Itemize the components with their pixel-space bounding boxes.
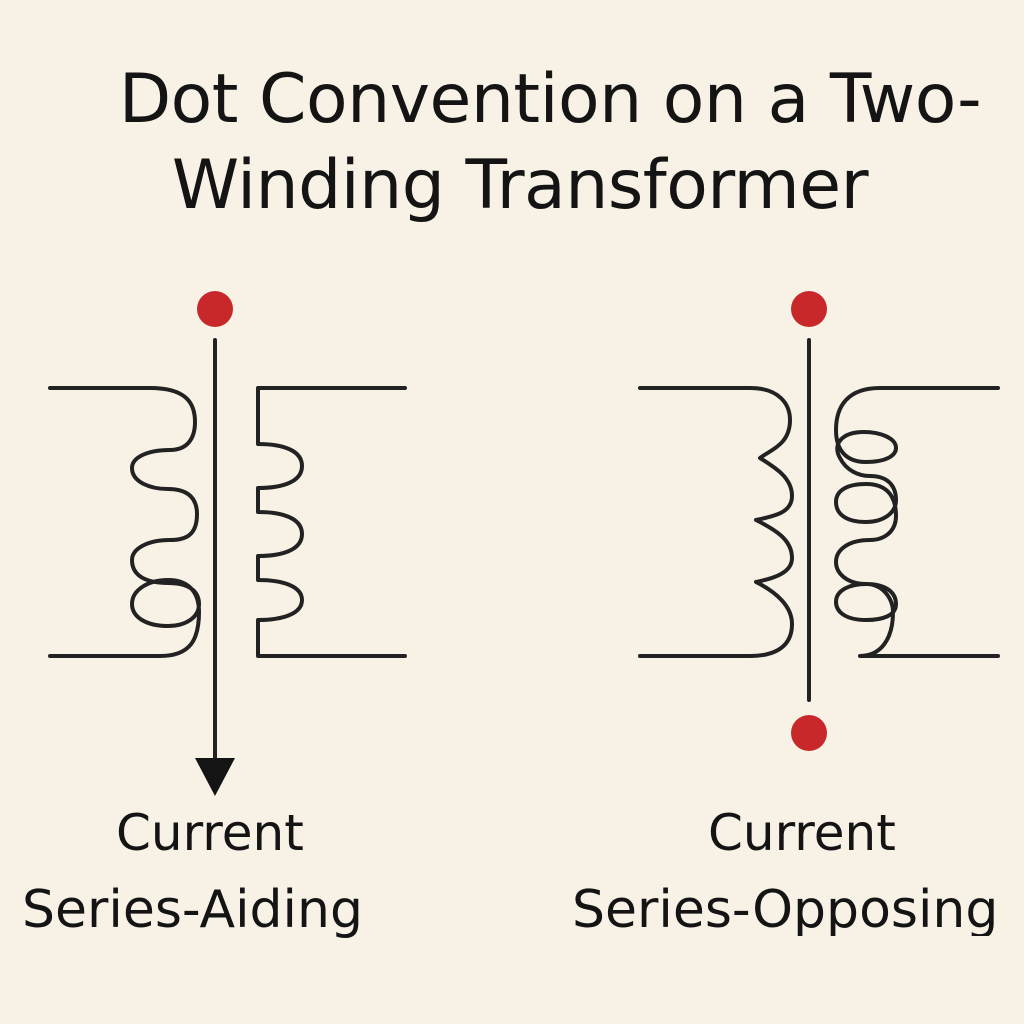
right-primary-winding xyxy=(638,386,794,658)
right-polarity-dot-bottom xyxy=(791,715,827,751)
left-primary-winding xyxy=(48,386,201,658)
right-polarity-dot-top xyxy=(791,291,827,327)
title-line-1: Dot Convention on a Two- xyxy=(118,60,982,139)
left-current-arrowhead xyxy=(195,758,235,796)
right-caption-mode: Series-Opposing xyxy=(572,884,999,936)
right-secondary-winding xyxy=(834,386,1000,658)
left-caption-mode: Series-Aiding xyxy=(22,880,363,940)
left-caption-current: Current xyxy=(116,804,304,862)
title-line-2: Winding Transformer xyxy=(171,146,869,225)
right-transformer xyxy=(638,338,1000,702)
left-secondary-winding xyxy=(255,386,407,658)
left-transformer xyxy=(48,338,407,762)
left-polarity-dot xyxy=(197,291,233,327)
right-caption-current: Current xyxy=(708,804,896,862)
